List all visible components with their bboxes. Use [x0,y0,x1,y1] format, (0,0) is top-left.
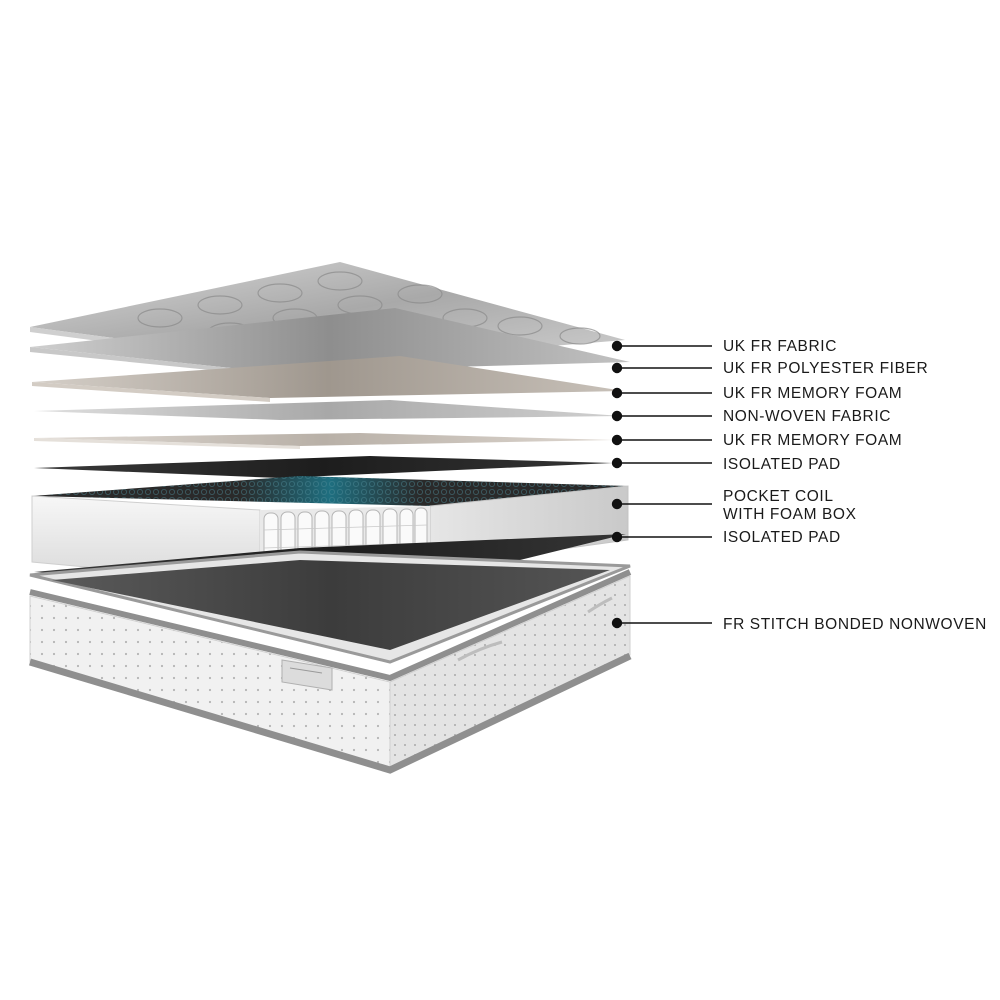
layer-uk-fr-memory-foam-2 [34,433,614,449]
callout-labels: UK FR FABRIC UK FR POLYESTER FIBER UK FR… [723,338,987,633]
label-fr-stitch-bonded-nonwoven: FR STITCH BONDED NONWOVEN [723,616,987,633]
callout-pocket-coil [611,498,712,510]
callout-non-woven-fabric [611,410,712,422]
callout-uk-fr-memory-foam-1 [611,387,712,399]
label-uk-fr-polyester-fiber: UK FR POLYESTER FIBER [723,360,928,377]
label-uk-fr-memory-foam-1: UK FR MEMORY FOAM [723,385,902,402]
label-non-woven-fabric: NON-WOVEN FABRIC [723,408,891,425]
layer-uk-fr-memory-foam-1 [32,356,624,402]
layer-uk-fr-polyester-fiber [30,308,630,376]
callout-uk-fr-memory-foam-2 [611,434,712,446]
callouts [611,340,712,629]
callout-isolated-pad-1 [611,457,712,469]
layer-isolated-pad-1 [34,456,613,478]
label-uk-fr-memory-foam-2: UK FR MEMORY FOAM [723,432,902,449]
label-pocket-coil-line2: WITH FOAM BOX [723,506,857,523]
callout-uk-fr-polyester-fiber [611,362,712,374]
label-isolated-pad-1: ISOLATED PAD [723,456,841,473]
callout-isolated-pad-2 [611,531,712,543]
label-uk-fr-fabric: UK FR FABRIC [723,338,837,355]
layer-non-woven-fabric [34,400,622,420]
label-isolated-pad-2: ISOLATED PAD [723,529,841,546]
label-pocket-coil-line1: POCKET COIL [723,488,834,505]
callout-uk-fr-fabric [611,340,712,352]
layer-fr-stitch-bonded-nonwoven [28,550,632,774]
callout-fr-stitch-bonded-nonwoven [611,617,712,629]
